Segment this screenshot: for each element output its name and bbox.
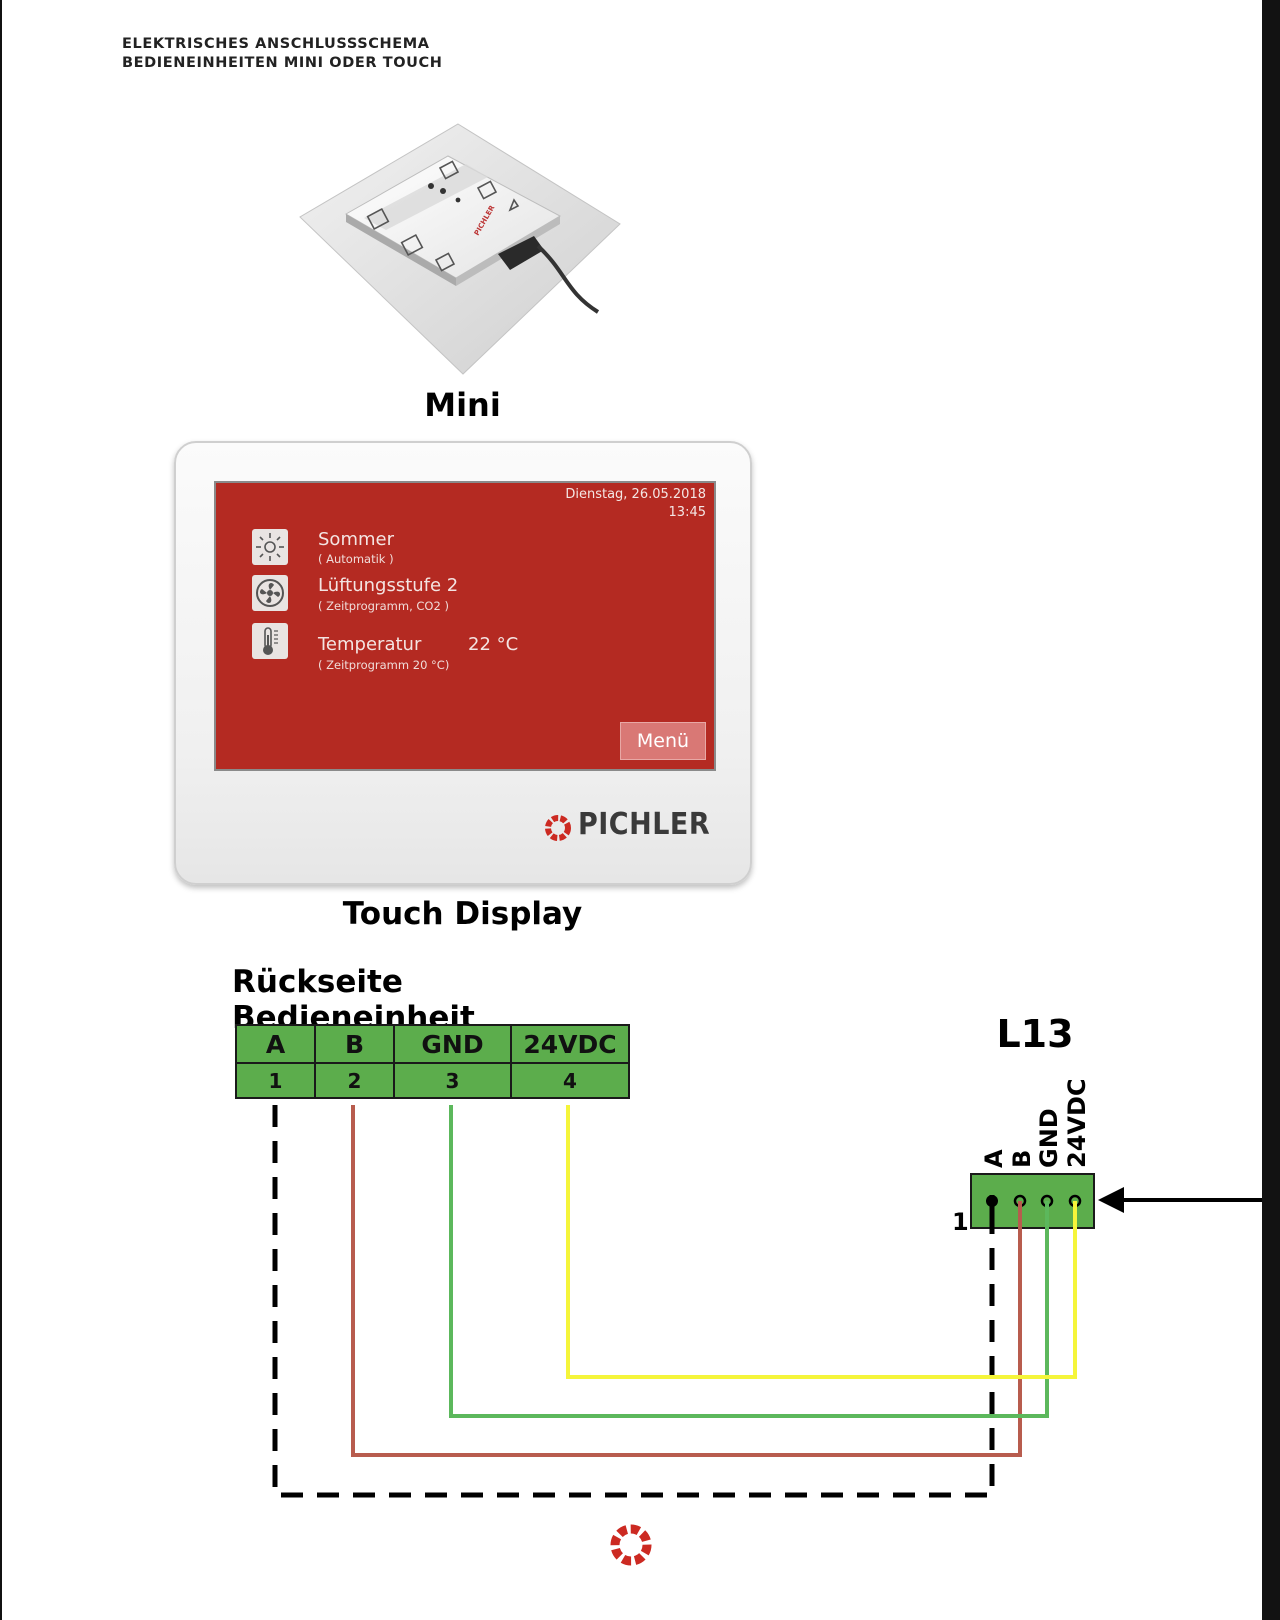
l13-label-a: A (980, 1149, 1008, 1168)
screen-date: Dienstag, 26.05.2018 (565, 487, 706, 502)
wire-b (351, 1105, 1022, 1457)
l13-label-b: B (1008, 1150, 1036, 1168)
temperature-subtitle: ( Zeitprogramm 20 °C) (318, 658, 450, 672)
l13-caption: L13 (996, 1012, 1074, 1056)
wire-gnd (449, 1105, 1049, 1418)
header-line-1: ELEKTRISCHES ANSCHLUSSSCHEMA (122, 36, 430, 52)
l13-pin-1-label: 1 (952, 1208, 969, 1236)
wire-a (272, 1105, 995, 1498)
terminal-number-1: 1 (235, 1062, 316, 1099)
brand-name: PICHLER (578, 807, 711, 842)
mini-control-unit-image: PICHLER (299, 123, 621, 375)
temperature-title: Temperatur (318, 634, 422, 655)
terminal-label-b: B (314, 1024, 395, 1064)
connector-arrow-head (1098, 1187, 1124, 1213)
temperature-value: 22 °C (468, 634, 519, 655)
pichler-logo-icon (545, 815, 571, 841)
menu-button[interactable]: Menü (620, 722, 706, 760)
touch-display-device: Dienstag, 26.05.2018 13:45 Sommer ( Auto… (174, 441, 752, 885)
mode-subtitle: ( Automatik ) (318, 552, 394, 566)
terminal-number-2: 2 (314, 1062, 395, 1099)
terminal-number-3: 3 (393, 1062, 512, 1099)
page-border-right (1262, 0, 1280, 1620)
header-line-2: BEDIENEINHEITEN MINI ODER TOUCH (122, 55, 443, 71)
thermometer-icon[interactable] (252, 623, 288, 659)
wire-24vdc (566, 1105, 1077, 1379)
ventilation-title: Lüftungsstufe 2 (318, 575, 459, 596)
document-header: ELEKTRISCHES ANSCHLUSSSCHEMA BEDIENEINHE… (122, 35, 443, 73)
terminal-label-a: A (235, 1024, 316, 1064)
terminal-block: A B GND 24VDC 1 2 3 4 (235, 1024, 630, 1099)
l13-label-gnd: GND (1035, 1108, 1063, 1168)
terminal-label-gnd: GND (393, 1024, 512, 1064)
terminal-label-24vdc: 24VDC (510, 1024, 630, 1064)
mode-title: Sommer (318, 529, 394, 550)
mini-caption: Mini (424, 386, 501, 424)
terminal-number-4: 4 (510, 1062, 630, 1099)
touch-screen: Dienstag, 26.05.2018 13:45 Sommer ( Auto… (214, 481, 716, 771)
ventilation-subtitle: ( Zeitprogramm, CO2 ) (318, 599, 449, 613)
l13-label-24vdc: 24VDC (1063, 1078, 1091, 1168)
touch-caption: Touch Display (342, 896, 583, 932)
screen-time: 13:45 (668, 505, 706, 520)
page-border-left (0, 0, 2, 1620)
footer-logo-icon (610, 1524, 652, 1566)
sun-icon[interactable] (252, 529, 288, 565)
screen-datetime: Dienstag, 26.05.2018 13:45 (565, 486, 706, 522)
fan-icon[interactable] (252, 575, 288, 611)
